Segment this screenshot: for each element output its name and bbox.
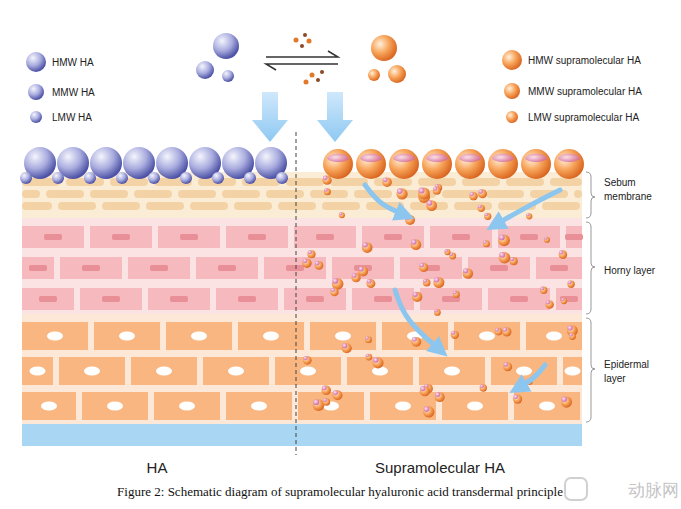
legend-text: HMW HA — [52, 57, 94, 68]
supramolecular-spheres — [302, 149, 584, 418]
ha-spheres — [20, 147, 288, 184]
horny-band — [22, 218, 582, 314]
sebum-pills — [22, 178, 582, 210]
legend-text: MMW supramolecular HA — [528, 86, 642, 97]
flow-arrow — [518, 365, 545, 388]
divider-line — [296, 132, 297, 455]
legend-text: LMW HA — [52, 112, 92, 123]
epidermal-band — [22, 314, 582, 424]
side-title: Supramolecular HA — [375, 458, 505, 478]
epidermal-cells — [22, 322, 582, 420]
flow-arrow — [495, 190, 560, 225]
flow-arrow — [395, 290, 440, 350]
watermark: 动脉网 — [628, 480, 679, 503]
layer-label: Sebum membrane — [604, 176, 666, 203]
watermark-icon — [565, 478, 587, 500]
horny-bricks — [22, 226, 583, 310]
layer-brackets — [586, 172, 595, 422]
side-title: HA — [147, 458, 168, 478]
layer-label: Epidermal layer — [604, 358, 666, 385]
legend-swatches — [26, 50, 522, 123]
legend-text: MMW HA — [52, 87, 95, 98]
figure-caption: Figure 2: Schematic diagram of supramole… — [117, 484, 563, 500]
down-arrow — [317, 92, 353, 142]
legend-text: HMW supramolecular HA — [528, 55, 641, 66]
equilibrium-arrow — [266, 64, 338, 70]
equilibrium-arrow — [266, 51, 338, 57]
layer-label: Horny layer — [604, 264, 674, 278]
flow-arrow — [365, 185, 405, 215]
down-arrow — [252, 92, 288, 142]
ha-cluster — [196, 33, 239, 82]
host-molecules — [294, 33, 325, 85]
basal-band — [22, 424, 582, 446]
supramolecular-cluster — [368, 35, 406, 83]
penetration-arrows — [365, 185, 560, 388]
legend-text: LMW supramolecular HA — [528, 112, 639, 123]
